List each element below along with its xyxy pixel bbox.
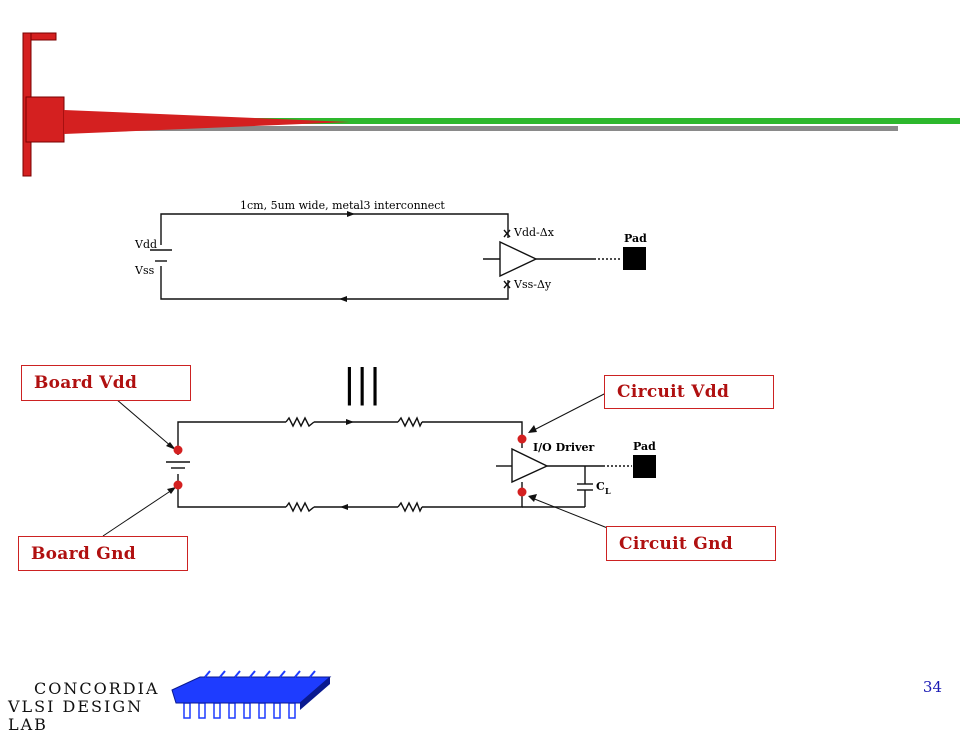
interconnect-label: 1cm, 5um wide, metal3 interconnect <box>240 199 445 212</box>
chip-logo-icon <box>171 670 332 719</box>
top-pad-label: Pad <box>624 232 647 245</box>
logo-line-1: CONCORDIA <box>34 679 160 698</box>
vdd-tap-x2 <box>503 229 511 238</box>
top-schematic <box>150 213 622 300</box>
board-vdd-callout: Board Vdd <box>21 365 191 401</box>
board-gnd-arrow-line <box>102 489 173 537</box>
circuit-vdd-arrowhead <box>528 425 537 433</box>
red-square <box>25 96 65 143</box>
vss-label: Vss <box>134 264 155 277</box>
circuit-gnd-arrow-line <box>531 497 611 530</box>
vss-tap-x2 <box>503 280 511 289</box>
circuit-vdd-node <box>517 434 527 444</box>
board-vdd-arrow-line <box>115 398 173 448</box>
circuit-gnd-arrowhead <box>528 494 537 502</box>
top-arrow-right <box>347 211 355 217</box>
header-decoration <box>22 32 960 177</box>
red-wedge <box>64 110 350 134</box>
bottom-pad-square <box>633 455 656 478</box>
io-driver-label: I/O Driver <box>533 441 594 454</box>
circuit-gnd-node <box>517 487 527 497</box>
board-vdd-node <box>173 445 183 455</box>
board-vdd-arrowhead <box>166 442 176 450</box>
board-gnd-arrowhead <box>167 487 176 494</box>
top-buffer-triangle <box>499 240 538 278</box>
board-gnd-callout: Board Gnd <box>18 536 188 571</box>
green-rule <box>60 118 960 124</box>
vdd-drop-label: Vdd-Δx <box>513 226 555 239</box>
lower-resistor-1 <box>285 501 315 513</box>
circuit-vdd-callout: Circuit Vdd <box>604 375 774 409</box>
vss-drop-label: Vss-Δy <box>513 278 552 291</box>
bottom-wire-upper-right <box>422 421 523 448</box>
equivalence-symbol: ||| <box>343 361 381 406</box>
circuit-gnd-callout: Circuit Gnd <box>606 526 776 561</box>
board-gnd-node <box>173 480 183 490</box>
red-top-tab <box>30 32 57 41</box>
bottom-wire-lower-right <box>422 482 523 508</box>
upper-resistor-1 <box>285 416 315 428</box>
footer-logo-text: CONCORDIA VLSI DESIGN LAB <box>8 680 158 734</box>
top-wire-upper <box>160 213 509 245</box>
rule-shadow <box>70 126 898 131</box>
bottom-wire-upper-left <box>177 421 286 455</box>
logo-line-2: VLSI DESIGN LAB <box>8 697 144 734</box>
bottom-pad-label: Pad <box>633 440 656 453</box>
circuit-vdd-arrow-line <box>531 391 609 432</box>
vdd-label: Vdd <box>134 238 157 251</box>
cap-label: C <box>596 480 605 493</box>
bottom-arrow-upper <box>346 419 354 425</box>
top-arrow-left <box>339 296 347 302</box>
bottom-schematic <box>102 391 632 537</box>
cap-subscript: L <box>605 486 611 496</box>
lower-resistor-2 <box>397 501 423 513</box>
bottom-arrow-lower <box>340 504 348 510</box>
bottom-wire-lower-left <box>177 474 286 508</box>
page-number: 34 <box>922 678 942 696</box>
top-pad-square <box>623 247 646 270</box>
upper-resistor-2 <box>397 416 423 428</box>
top-wire-lower <box>160 266 509 300</box>
